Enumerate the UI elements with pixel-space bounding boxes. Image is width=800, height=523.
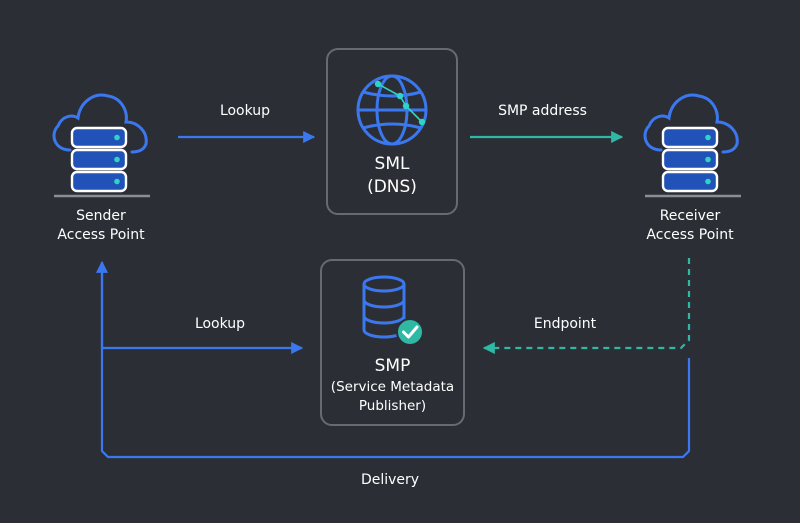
endpoint-label: Endpoint [533,316,597,332]
smp-node [320,259,465,426]
sender-label-line2: Access Point [57,226,145,243]
delivery-label: Delivery [360,472,420,488]
receiver-label-line1: Receiver [659,208,721,224]
globe-icon [356,74,428,146]
smp-subtitle-1: (Service Metadata [330,378,455,395]
lookup-smp-label: Lookup [194,316,246,332]
edge-lookup-smp [100,270,304,355]
sender-label: Sender Access Point [40,207,162,245]
receiver-cloud-server-icon [643,93,741,198]
smp-address-label: SMP address [498,103,587,119]
sml-subtitle: (DNS) [367,176,417,197]
sml-node [326,48,458,215]
smp-label: SMP (Service Metadata Publisher) [320,355,465,416]
edge-endpoint [482,258,691,355]
receiver-label: Receiver Access Point [628,207,752,245]
edge-delivery [95,260,691,459]
receiver-label-line2: Access Point [646,226,734,243]
lookup-sml-label: Lookup [219,103,271,119]
smp-title: SMP [374,356,411,376]
smp-subtitle-2: Publisher) [358,397,427,414]
database-check-icon [362,275,424,346]
sender-label-line1: Sender [76,208,126,224]
sender-cloud-server-icon [52,93,150,198]
sml-title: SML [374,154,410,174]
sml-label: SML (DNS) [326,153,458,199]
